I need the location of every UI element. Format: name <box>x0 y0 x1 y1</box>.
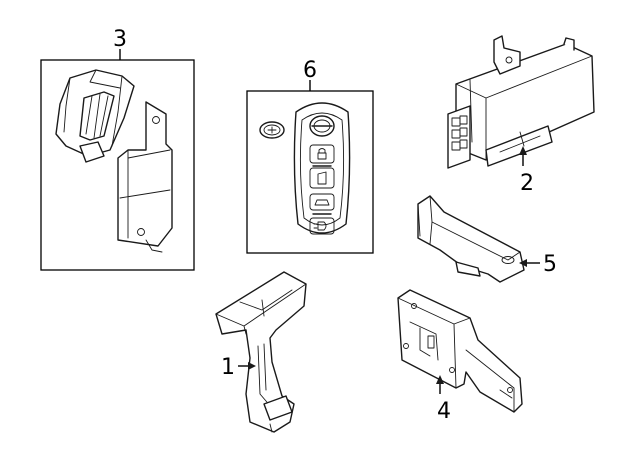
control-module <box>447 35 595 169</box>
callout-2: 2 <box>520 171 534 196</box>
part-3-box <box>40 59 195 271</box>
part-3-bracket <box>117 101 173 253</box>
part-4-group: 4 <box>397 289 523 424</box>
unlock-button-icon <box>309 165 335 189</box>
coin-battery <box>259 121 285 139</box>
callout-1: 1 <box>221 355 235 380</box>
callout-3: 3 <box>113 27 127 52</box>
part-5-group: 5 <box>417 195 557 283</box>
callout-6: 6 <box>303 58 317 83</box>
lock-button-icon <box>309 144 335 164</box>
part-4-bracket <box>397 289 523 413</box>
trunk-button-icon <box>309 193 335 215</box>
panic-button-icon <box>309 217 335 235</box>
part-5-bracket <box>417 195 525 283</box>
part-1-group: 1 <box>215 271 307 433</box>
callout-4: 4 <box>437 399 451 424</box>
smart-key-fob <box>293 102 351 235</box>
part-3-group: 3 <box>40 27 195 271</box>
part-6-group: 6 <box>246 58 374 254</box>
part-2-group: 2 <box>447 35 595 196</box>
part-3-switch <box>55 69 135 163</box>
callout-5: 5 <box>543 252 557 277</box>
part-1-holder <box>215 271 307 433</box>
